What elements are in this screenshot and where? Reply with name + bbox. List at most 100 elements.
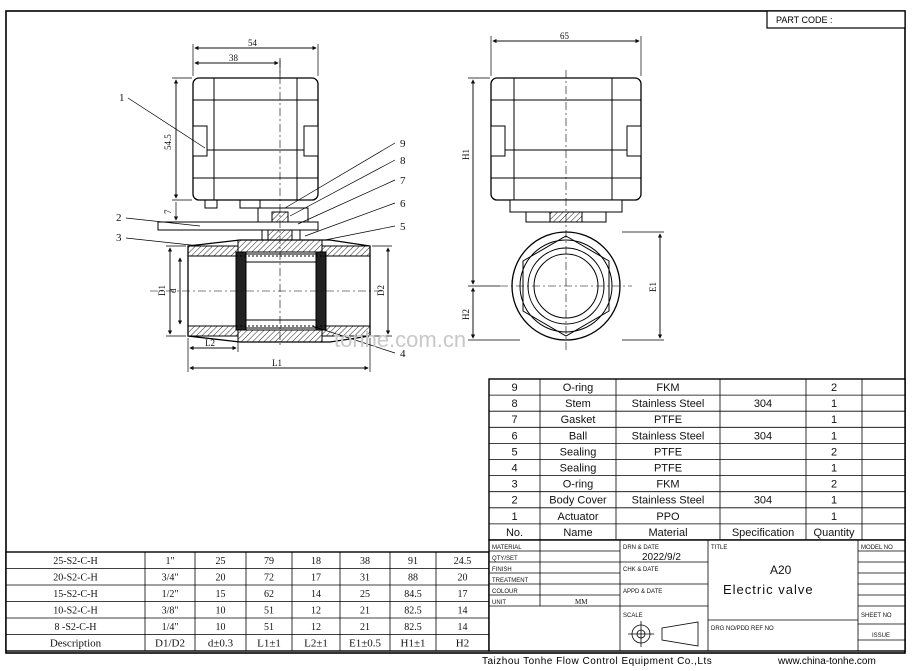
size-header-cell: Description [50,638,102,650]
label-title: TITLE [711,545,727,551]
callout-9: 9 [400,138,406,150]
bom-cell: Ball [569,430,587,442]
watermark: tonhe.com.cn [334,327,466,352]
size-header-cell: H1±1 [401,638,426,650]
bom-cell: 5 [511,446,517,458]
bom-cell: 2 [831,479,837,491]
label-colour: COLOUR [492,589,518,595]
label-drg-no: DRG NO/PDD REF NO [711,626,774,632]
drn-date-value: 2022/9/2 [642,552,681,563]
dim-L1: L1 [272,358,282,368]
dim-side-width: 65 [560,31,570,41]
bom-cell: Body Cover [549,495,607,507]
bom-cell: Actuator [558,511,599,523]
dim-E1: E1 [648,282,658,292]
size-header-cell: d±0.3 [208,638,234,650]
footer-company: Taizhou Tonhe Flow Control Equipment Co.… [482,656,712,667]
front-dimension-labels: 54 38 54.5 7 D1 d D2 L2 L1 [157,38,386,368]
label-appd-date: APPD & DATE [623,589,662,595]
bom-cell: 1 [831,495,837,507]
bom-cell: 1 [831,511,837,523]
size-cell: 24.5 [454,556,472,567]
callout-6: 6 [400,198,406,210]
size-cell: 10-S2-C-H [53,606,97,617]
side-dimensions [468,36,664,341]
front-dimensions [166,44,392,372]
size-cell: 1/4" [162,622,179,633]
size-cell: 15 [216,589,226,600]
bom-cell: Stem [565,398,591,410]
dim-top-width: 54 [248,38,258,48]
size-cell: 18 [311,556,321,567]
bom-cell: O-ring [563,479,594,491]
callout-4: 4 [400,348,406,360]
size-header-cell: L2±1 [304,638,328,650]
bom-cell: 1 [831,430,837,442]
size-cell: 31 [360,573,370,584]
dim-L2: L2 [205,338,215,348]
size-cell: 88 [408,573,418,584]
label-qty-set: QTY/SET [492,556,518,562]
title-block-labels: MATERIAL QTY/SET FINISH TREATMENT COLOUR… [492,545,893,639]
bom-cell: O-ring [563,382,594,394]
size-cell: 79 [264,556,274,567]
label-scale: SCALE [623,613,643,619]
side-dimension-labels: 65 H1 H2 E1 [461,31,658,320]
callout-7: 7 [400,175,406,187]
dim-d: d [168,288,178,293]
part-code-label: PART CODE : [776,15,833,25]
bom-cell: Stainless Steel [632,430,705,442]
bom-cell: FKM [656,479,679,491]
label-sheet-no: SHEET NO [861,613,892,619]
bom-cell: Sealing [560,446,597,458]
callout-3: 3 [116,232,122,244]
dim-height-small: 7 [163,209,173,214]
dim-D2: D2 [376,285,386,296]
bom-cell: FKM [656,382,679,394]
callout-5: 5 [400,221,406,233]
bom-cell: PTFE [654,463,682,475]
label-finish: FINISH [492,567,512,573]
dim-H1: H1 [461,149,471,160]
bom-cell: 7 [511,414,517,426]
bom-cell: 2 [511,495,517,507]
size-header-cell: E1±0.5 [349,638,382,650]
label-treatment: TREATMENT [492,578,529,584]
size-cell: 51 [264,606,274,617]
dim-top-inner: 38 [229,53,239,63]
size-header-cell: H2 [456,638,469,650]
label-material: MATERIAL [492,545,522,551]
bom-cell: 304 [754,398,772,410]
label-unit: UNIT [492,600,506,606]
bom-cell: PTFE [654,446,682,458]
label-drn-date: DRN & DATE [623,545,659,551]
size-cell: 20-S2-C-H [53,573,97,584]
bom-cell: 6 [511,430,517,442]
bom-cell: 1 [511,511,517,523]
callout-8: 8 [400,155,406,167]
bom-cell: 304 [754,430,772,442]
bom-cell: 1 [831,398,837,410]
size-cell: 14 [458,606,468,617]
callout-2: 2 [116,212,122,224]
bom-cell: 8 [511,398,517,410]
label-model-no: MODEL NO [861,545,893,551]
title-name: Electric valve [723,582,814,597]
size-cell: 21 [360,622,370,633]
size-cell: 3/8" [162,606,179,617]
size-cell: 72 [264,573,274,584]
size-cell: 21 [360,606,370,617]
size-header-cell: L1±1 [257,638,281,650]
size-cell: 1/2" [162,589,179,600]
callout-numbers: 1 2 3 4 5 6 7 8 9 [116,92,406,360]
label-issue: ISSUE [872,633,890,639]
bom-cell: 1 [831,414,837,426]
size-cell: 12 [311,622,321,633]
size-cell: 91 [408,556,418,567]
size-cell: 25-S2-C-H [53,556,97,567]
bom-cell: 1 [831,463,837,475]
dim-D1: D1 [157,285,167,296]
bom-cell: 9 [511,382,517,394]
title-code: A20 [770,563,792,577]
front-view [150,60,385,345]
